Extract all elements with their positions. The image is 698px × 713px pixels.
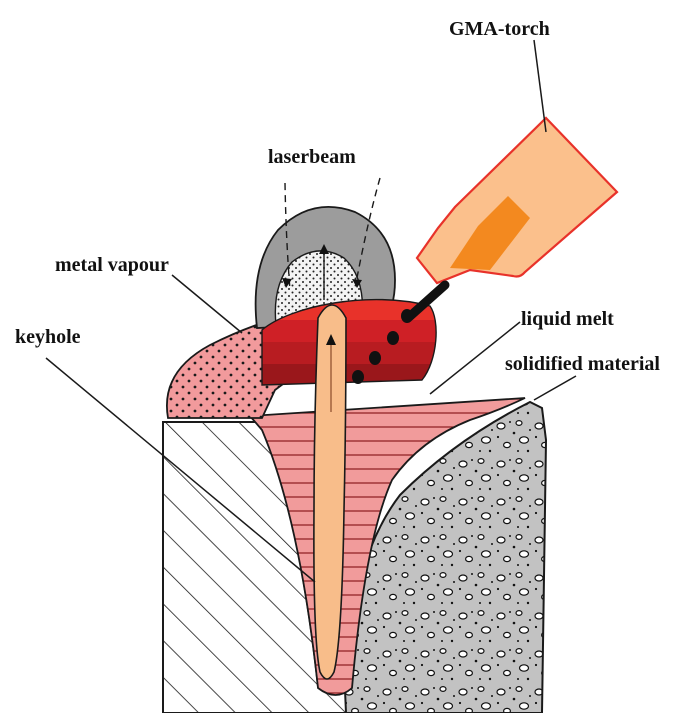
- label-gma-torch: GMA-torch: [449, 18, 550, 40]
- label-laserbeam: laserbeam: [268, 146, 356, 168]
- label-solidified-material: solidified material: [505, 353, 660, 375]
- label-metal-vapour: metal vapour: [55, 254, 169, 276]
- leader-gma-torch: [534, 40, 546, 132]
- gma-torch-body: [417, 118, 617, 283]
- gma-torch: [408, 118, 617, 318]
- leader-metal-vapour: [172, 275, 242, 333]
- leader-solidified: [534, 376, 576, 400]
- label-liquid-melt: liquid melt: [521, 308, 614, 330]
- label-keyhole: keyhole: [15, 326, 81, 348]
